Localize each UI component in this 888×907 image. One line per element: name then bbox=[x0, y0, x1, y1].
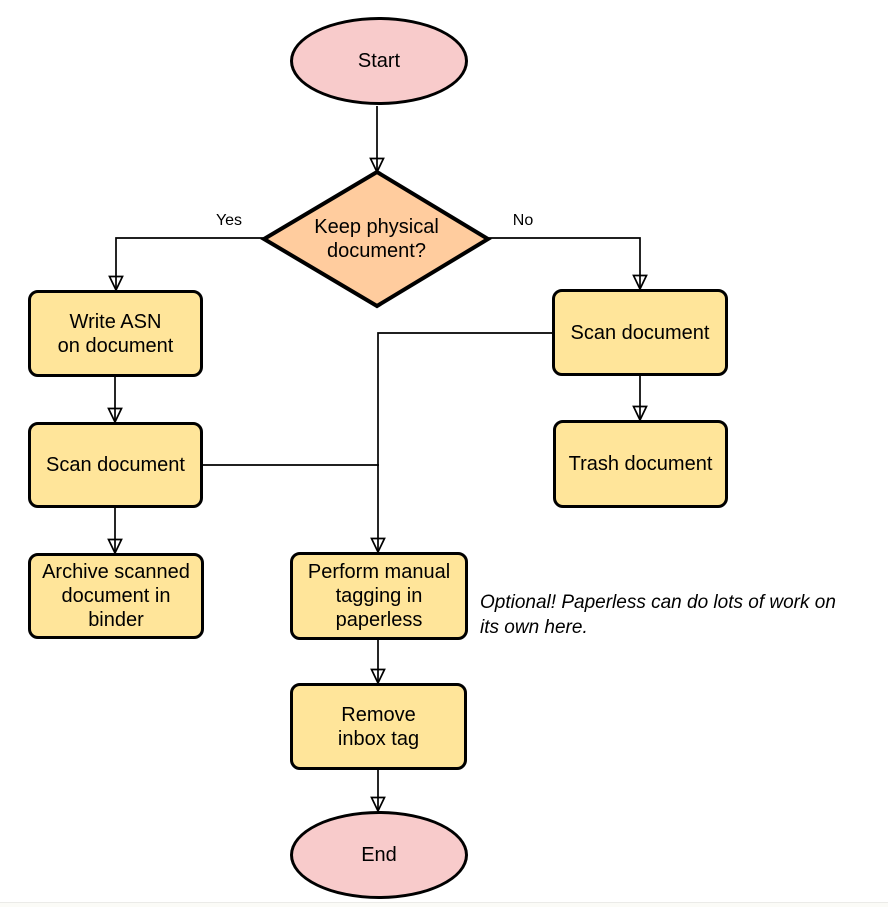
remove-inbox-tag-node: Remove inbox tag bbox=[290, 683, 467, 770]
edge-decision-yes-to-write-asn bbox=[108, 237, 264, 292]
start-node: Start bbox=[290, 17, 468, 105]
edge-label-yes: Yes bbox=[215, 212, 243, 229]
decision-diamond-shape bbox=[260, 169, 492, 309]
perform-manual-tagging-node: Perform manual tagging in paperless bbox=[290, 552, 468, 640]
end-node: End bbox=[290, 811, 468, 899]
scan-document-left-node: Scan document bbox=[28, 422, 203, 508]
scan-document-left-label: Scan document bbox=[46, 454, 185, 476]
edge-decision-no-to-scan-right bbox=[488, 237, 648, 291]
scan-document-right-label: Scan document bbox=[570, 321, 710, 344]
edge-label-no: No bbox=[512, 212, 534, 229]
remove-inbox-tag-label: Remove inbox tag bbox=[337, 703, 420, 750]
trash-document-label: Trash document bbox=[568, 453, 713, 475]
write-asn-node-label: Write ASN on document bbox=[57, 310, 174, 357]
page-bottom-edge bbox=[0, 902, 888, 907]
start-node-label: Start bbox=[357, 50, 401, 72]
optional-note-text: Optional! Paperless can do lots of work … bbox=[480, 592, 836, 638]
archive-scanned-document-node: Archive scanned document in binder bbox=[28, 553, 204, 639]
perform-tagging-label: Perform manual tagging in paperless bbox=[307, 561, 451, 631]
trash-document-node: Trash document bbox=[553, 420, 728, 508]
scan-document-right-node: Scan document bbox=[552, 289, 728, 376]
archive-node-label: Archive scanned document in binder bbox=[42, 561, 190, 631]
edge-scan-right-to-perform-tagging bbox=[370, 332, 552, 554]
decision-node-label: Keep physical document? bbox=[314, 216, 439, 262]
end-node-label: End bbox=[361, 844, 397, 866]
write-asn-on-document-node: Write ASN on document bbox=[28, 290, 203, 377]
decision-keep-physical-document-node: Keep physical document? bbox=[264, 172, 489, 306]
